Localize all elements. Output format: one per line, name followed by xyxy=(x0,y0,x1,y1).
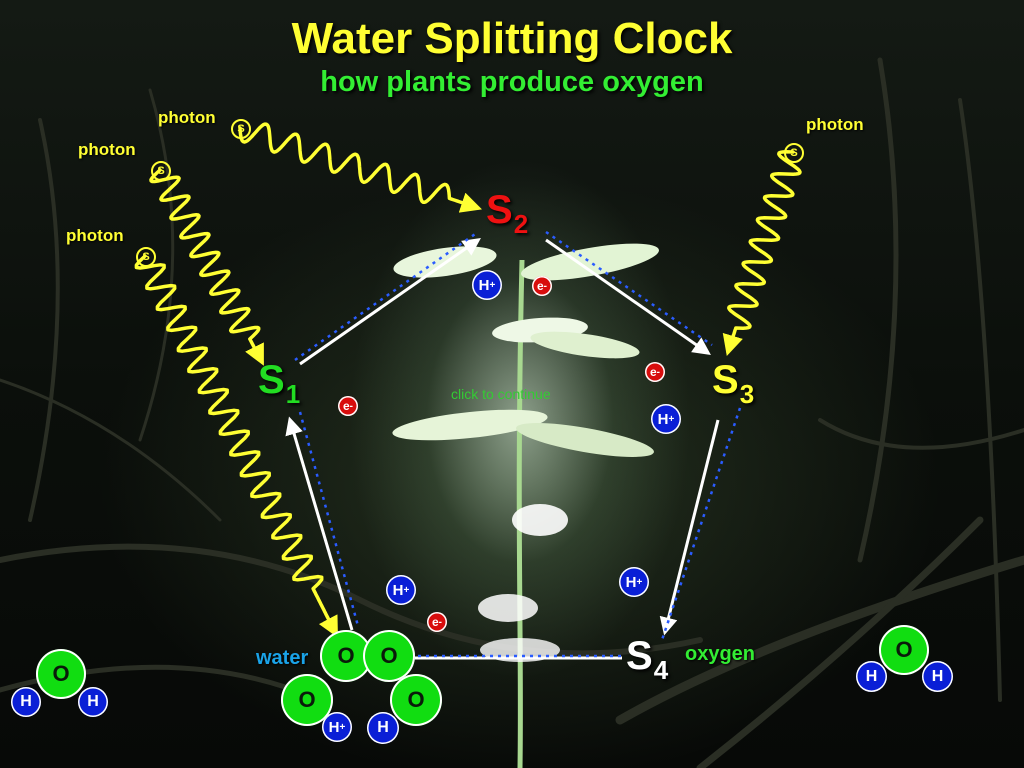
state-s1-index: 1 xyxy=(285,379,301,409)
state-s3-index: 3 xyxy=(739,379,755,409)
arrow-s1-to-s2 xyxy=(299,237,481,366)
proton-badge: H+ xyxy=(386,575,416,605)
click-to-continue-link[interactable]: click to continue xyxy=(451,386,551,402)
photon-label-1: photon xyxy=(158,108,216,127)
oxygen-atom: O xyxy=(36,649,86,699)
photon-sun-icon: S xyxy=(151,161,171,181)
photon-label-4: photon xyxy=(806,115,864,134)
photon-wave-1 xyxy=(238,122,482,213)
state-s3[interactable]: S3 xyxy=(712,358,754,410)
state-s4[interactable]: S4 xyxy=(626,634,668,686)
state-s2-symbol: S xyxy=(486,188,513,232)
proton-badge: H+ xyxy=(322,712,352,742)
hydrogen-atom: H xyxy=(78,687,108,717)
photon-wave-2 xyxy=(149,168,264,366)
photon-label-2: photon xyxy=(78,140,136,159)
proton-badge: H+ xyxy=(651,404,681,434)
dotted-guides xyxy=(294,230,742,658)
arrow-water-to-s1 xyxy=(285,416,354,631)
electron-badge: e- xyxy=(427,612,447,632)
arrow-s3-to-s4 xyxy=(659,419,720,636)
hydrogen-atom: H xyxy=(11,687,41,717)
electron-badge: e- xyxy=(645,362,665,382)
state-s1[interactable]: S1 xyxy=(258,358,300,410)
photon-sun-icon: S xyxy=(231,119,251,139)
proton-badge: H+ xyxy=(619,567,649,597)
page-subtitle: how plants produce oxygen xyxy=(320,66,704,98)
electron-badge: e- xyxy=(532,276,552,296)
hydrogen-atom: H xyxy=(367,712,399,744)
oxygen-atom: O xyxy=(390,674,442,726)
photon-label-3: photon xyxy=(66,226,124,245)
hydrogen-atom: H xyxy=(922,661,953,692)
state-s2-index: 2 xyxy=(513,209,529,239)
state-s4-symbol: S xyxy=(626,634,653,678)
oxygen-atom: O xyxy=(363,630,415,682)
oxygen-label: oxygen xyxy=(685,643,756,665)
electron-badge: e- xyxy=(338,396,358,416)
arrow-s2-to-s3 xyxy=(545,238,711,356)
state-s1-symbol: S xyxy=(258,358,285,402)
state-s3-symbol: S xyxy=(712,358,739,402)
oxygen-atom: O xyxy=(879,625,929,675)
photon-sun-icon: S xyxy=(136,247,156,267)
oxygen-atom: O xyxy=(281,674,333,726)
hydrogen-atom: H xyxy=(856,661,887,692)
state-s2[interactable]: S2 xyxy=(486,188,528,240)
state-s4-index: 4 xyxy=(653,655,669,685)
photon-wave-3 xyxy=(134,254,338,638)
branches xyxy=(0,57,1024,768)
page-title: Water Splitting Clock xyxy=(291,14,733,63)
photon-wave-4 xyxy=(722,150,802,357)
proton-badge: H+ xyxy=(472,270,502,300)
water-label: water xyxy=(256,647,309,669)
photon-sun-icon: S xyxy=(784,143,804,163)
